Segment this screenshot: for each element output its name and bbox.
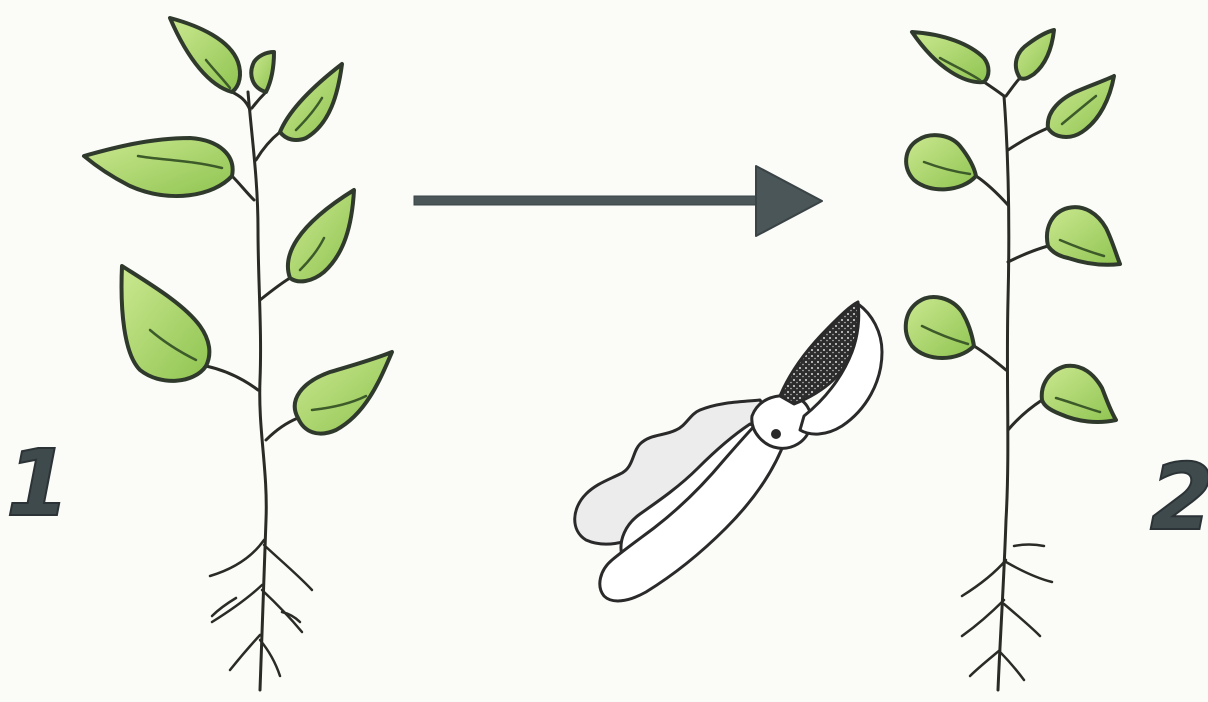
branch <box>266 418 298 440</box>
branch <box>206 366 258 390</box>
branch <box>260 278 290 300</box>
leaf <box>170 18 240 92</box>
leaves-before <box>84 18 392 434</box>
branch <box>1006 78 1020 96</box>
branch <box>976 176 1008 205</box>
right-arrow-icon <box>414 166 822 236</box>
leaf <box>906 297 974 358</box>
leaf <box>1048 76 1114 137</box>
branch <box>974 346 1006 370</box>
branch <box>252 92 266 108</box>
branch <box>256 132 280 160</box>
step-label-before: 1 <box>6 438 70 530</box>
leaf <box>1047 207 1120 265</box>
leaf <box>84 138 233 196</box>
branch <box>984 82 1004 96</box>
leaf <box>288 190 354 281</box>
leaf <box>295 352 392 434</box>
branch <box>1008 128 1048 150</box>
leaf <box>122 266 210 381</box>
leaf <box>1016 30 1054 79</box>
branch <box>1008 246 1048 262</box>
pruning-shears-icon <box>575 302 882 601</box>
leaf <box>912 32 989 82</box>
branch <box>232 176 254 200</box>
leaf <box>280 64 342 140</box>
step-label-after: 2 <box>1150 452 1208 544</box>
branch <box>1008 400 1042 430</box>
leaf <box>251 52 274 92</box>
leaf <box>906 135 976 189</box>
leaf <box>1042 366 1116 422</box>
roots-after <box>962 545 1052 681</box>
